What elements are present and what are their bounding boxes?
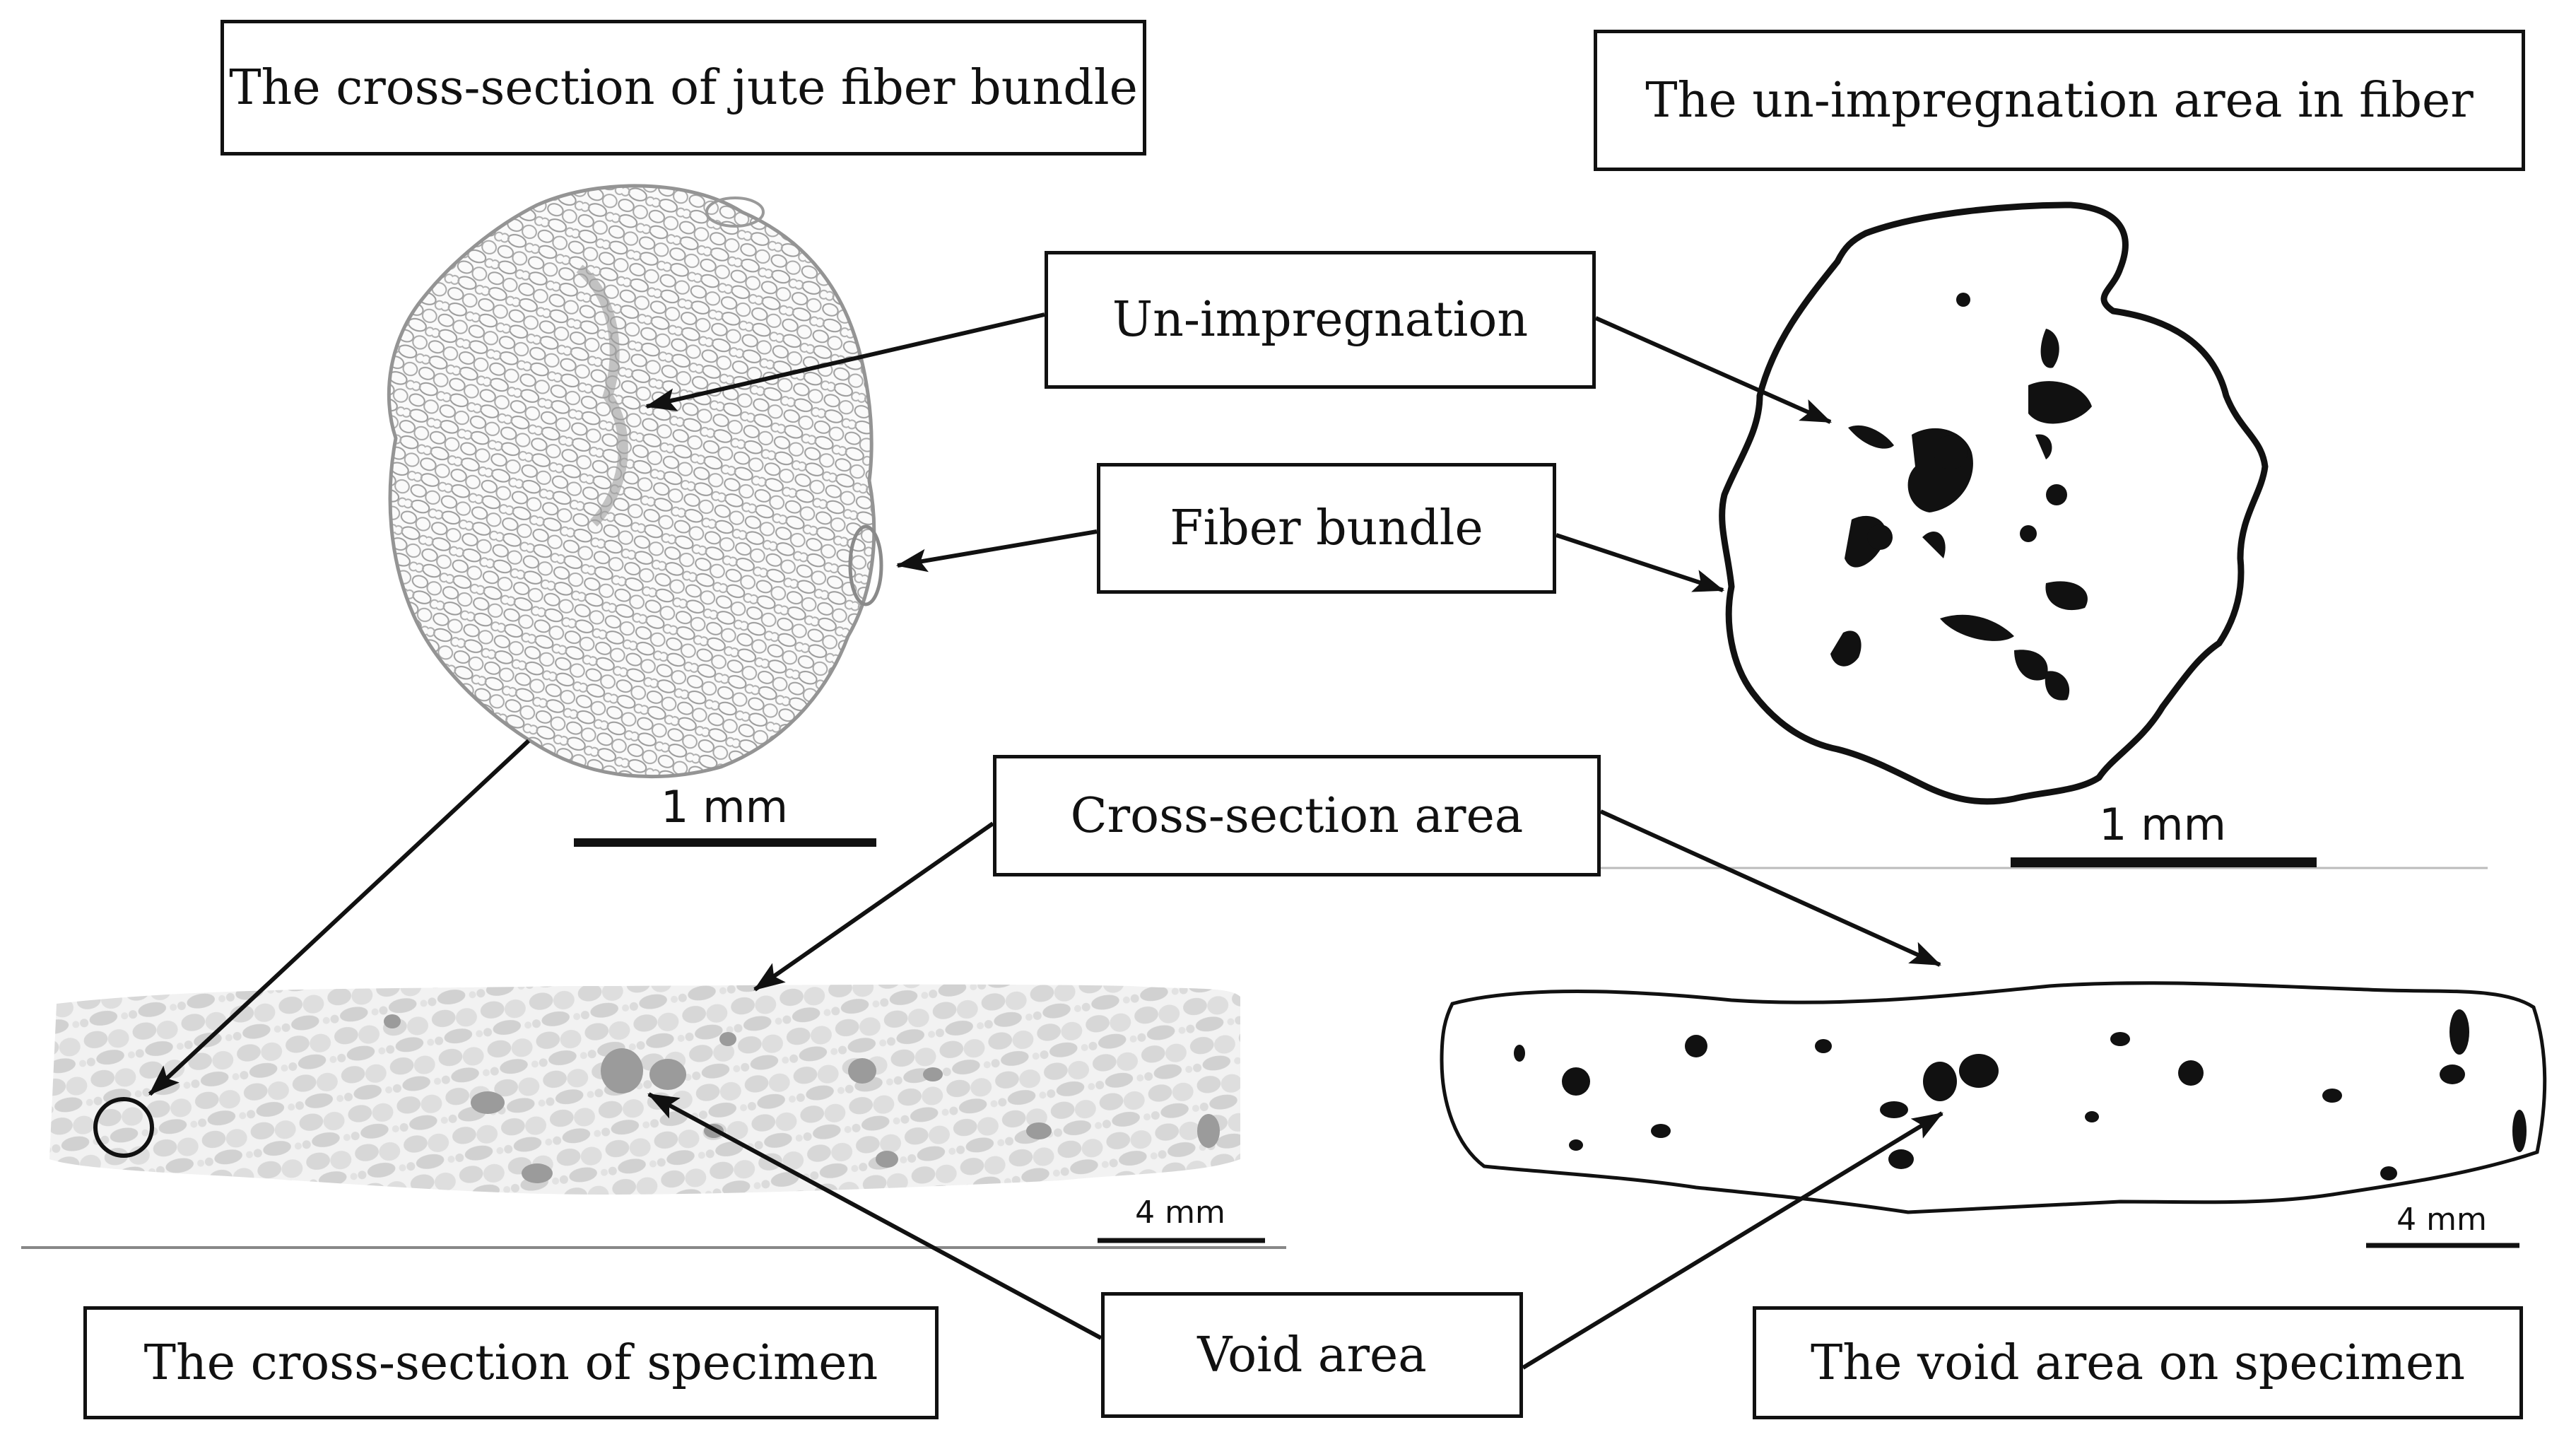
arrow-unimpregnation-left xyxy=(645,312,1045,411)
fiber-bundle-callout-text: Fiber bundle xyxy=(1170,500,1483,556)
fiber-cross-section-title-text: The cross-section of jute fiber bundle xyxy=(229,59,1138,116)
fiber-bundle-image xyxy=(387,184,883,779)
arrow-void-left xyxy=(647,1092,1102,1340)
unimpregnation-callout-text: Un-impregnation xyxy=(1112,292,1529,348)
specimen-void-image xyxy=(1440,981,2547,1214)
fiber-cross-section-title: The cross-section of jute fiber bundle xyxy=(220,20,1146,156)
unimpregnation-callout: Un-impregnation xyxy=(1045,251,1596,389)
void-area-callout-text: Void area xyxy=(1197,1327,1427,1383)
fiber-bundle-callout: Fiber bundle xyxy=(1097,463,1556,594)
cross-section-area-callout-text: Cross-section area xyxy=(1070,787,1524,844)
arrow-cross-section-left xyxy=(753,821,994,992)
specimen-void-title: The void area on specimen xyxy=(1753,1306,2523,1419)
fiber-unimpregnation-title-text: The un-impregnation area in fiber xyxy=(1645,72,2474,129)
scale-label-specimen-left: 4 mm xyxy=(1135,1195,1225,1231)
scale-label-specimen-right: 4 mm xyxy=(2396,1202,2487,1238)
specimen-cross-section-title-text: The cross-section of specimen xyxy=(143,1335,878,1391)
arrow-zoom-circle xyxy=(148,739,531,1096)
specimen-cross-section-title: The cross-section of specimen xyxy=(83,1306,939,1419)
specimen-cross-section-image xyxy=(49,984,1240,1195)
arrow-unimpregnation-right xyxy=(1594,316,1833,424)
scale-label-fiber-left: 1 mm xyxy=(661,781,788,833)
arrow-void-right xyxy=(1522,1111,1943,1370)
fiber-unimpregnation-title: The un-impregnation area in fiber xyxy=(1594,30,2525,171)
specimen-void-title-text: The void area on specimen xyxy=(1810,1335,2466,1391)
arrow-fiber-bundle-left xyxy=(895,529,1098,573)
fiber-unimpregnation-image xyxy=(1719,201,2269,805)
arrow-cross-section-right xyxy=(1599,809,1942,967)
scale-label-fiber-right: 1 mm xyxy=(2099,799,2226,850)
void-area-callout: Void area xyxy=(1101,1292,1523,1418)
cross-section-area-callout: Cross-section area xyxy=(993,755,1601,876)
arrow-fiber-bundle-right xyxy=(1555,533,1725,592)
